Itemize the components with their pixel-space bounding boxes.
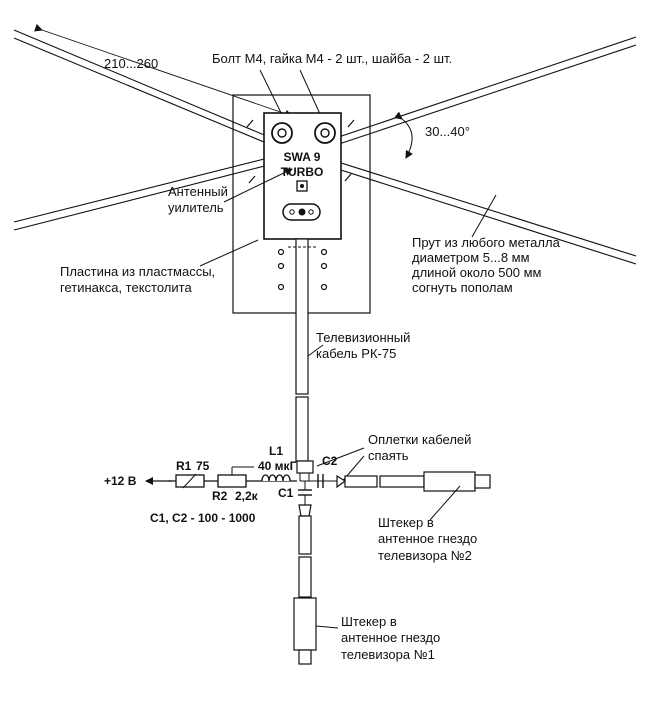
r1-value: 75: [196, 459, 210, 473]
rod-label-line4: согнуть пополам: [412, 280, 513, 295]
dimension-label: 210...260: [104, 56, 158, 71]
capacitor-c1: [298, 489, 312, 496]
rod-label-line3: длиной около 500 мм: [412, 265, 542, 280]
cable-to-tv2: [344, 471, 491, 492]
plate-label-line2: гетинакса, текстолита: [60, 280, 192, 295]
rod-pointer: [471, 194, 497, 238]
rod-label-line2: диаметром 5...8 мм: [412, 250, 530, 265]
model-name-line2: TURBO: [281, 165, 324, 179]
cable-label-line2: кабель РК-75: [316, 346, 396, 361]
plate-pointer: [199, 239, 259, 267]
r2-value: 2,2к: [235, 489, 259, 503]
braid-label-line2: спаять: [368, 448, 409, 463]
braid-pointer-2: [339, 455, 365, 485]
junction-bottom: [298, 504, 312, 517]
bolt-label: Болт М4, гайка М4 - 2 шт., шайба - 2 шт.: [212, 51, 452, 66]
plug1-label-line3: телевизора №1: [341, 647, 435, 662]
amplifier-pointer: [223, 168, 293, 203]
cable-pointer: [307, 344, 324, 357]
amplifier-label-line1: Антенный: [168, 184, 228, 199]
inductor-l1: [261, 474, 291, 482]
plug2-label-line2: антенное гнездо: [378, 531, 477, 546]
plug2-label-line1: Штекер в: [378, 515, 434, 530]
rod-label-line1: Прут из любого металла: [412, 235, 561, 250]
model-name-line1: SWA 9: [284, 150, 321, 164]
capacitor-c2: [317, 474, 324, 488]
l1-label: L1: [269, 444, 283, 458]
plug1-pointer: [315, 625, 339, 629]
plate-screws: [246, 119, 355, 184]
plug2-label-line3: телевизора №2: [378, 548, 472, 563]
cable-to-tv1: [293, 515, 317, 665]
dimension-line: [34, 23, 293, 118]
plate-holes: [277, 248, 328, 291]
antenna-rods: [13, 29, 637, 265]
angle-arc: [394, 111, 413, 159]
amplifier-label-line2: уилитель: [168, 200, 224, 215]
plug1-label-line1: Штекер в: [341, 614, 397, 629]
r1-label: R1: [176, 459, 192, 473]
braid-pointer-1: [316, 447, 365, 467]
splitter-node: [296, 460, 314, 474]
cable-label-line1: Телевизионный: [316, 330, 410, 345]
supply-label: +12 В: [104, 474, 137, 488]
r2-label: R2: [212, 489, 228, 503]
rod-lower-left: [13, 149, 301, 231]
plug2-pointer: [429, 485, 461, 521]
bolt-left: [271, 122, 293, 144]
rod-upper-left: [13, 29, 301, 158]
bolt-right: [314, 122, 336, 144]
main-cable: [295, 238, 309, 462]
rod-upper-right: [299, 36, 637, 158]
capacitor-values-label: C1, C2 - 100 - 1000: [150, 511, 256, 525]
junction-right: [336, 474, 347, 489]
c2-label: C2: [322, 454, 338, 468]
resistor-r1: [175, 473, 205, 489]
braid-label-line1: Оплетки кабелей: [368, 432, 471, 447]
plate-label-line1: Пластина из пластмассы,: [60, 264, 215, 279]
angle-label: 30...40°: [425, 124, 470, 139]
resistor-r2: [217, 466, 254, 488]
rod-lower-right: [299, 149, 637, 265]
plug1-label-line2: антенное гнездо: [341, 630, 440, 645]
l1-value: 40 мкГ: [258, 459, 297, 473]
c1-label: C1: [278, 486, 294, 500]
